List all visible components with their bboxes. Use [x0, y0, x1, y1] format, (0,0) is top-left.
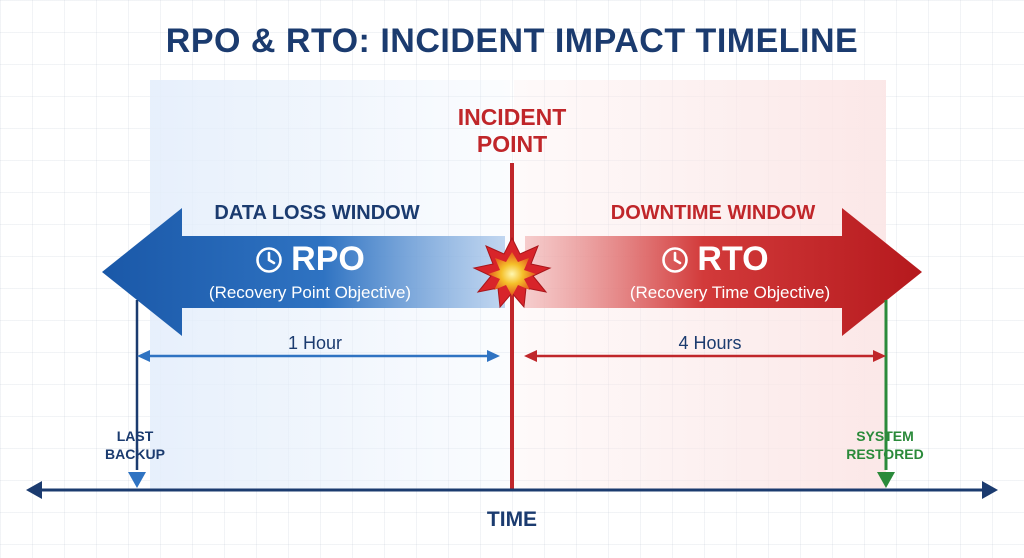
system-restored-marker-icon: [877, 472, 895, 488]
time-axis-left-arrow: [26, 481, 42, 499]
rto-duration-left-head: [524, 350, 537, 362]
rto-duration-label: 4 Hours: [678, 333, 742, 353]
incident-burst-core: [488, 252, 536, 296]
rpo-heading: RPO: [170, 240, 450, 279]
time-axis-label: TIME: [486, 508, 538, 531]
time-axis-right-arrow: [982, 481, 998, 499]
clock-icon: [661, 246, 689, 274]
last-backup-marker-icon: [128, 472, 146, 488]
rpo-duration-label: 1 Hour: [287, 333, 343, 353]
clock-icon: [255, 246, 283, 274]
rto-arrow: [525, 208, 922, 336]
rpo-abbr: RPO: [291, 240, 365, 278]
rpo-duration-right-head: [487, 350, 500, 362]
downtime-window-label: DOWNTIME WINDOW: [610, 202, 816, 224]
rto-full-name: (Recovery Time Objective): [629, 283, 831, 302]
rpo-duration-left-head: [137, 350, 150, 362]
rto-abbr: RTO: [697, 240, 769, 278]
rto-heading: RTO: [575, 240, 855, 279]
rto-duration-right-head: [873, 350, 886, 362]
page-title: RPO & RTO: INCIDENT IMPACT TIMELINE: [165, 22, 859, 60]
rpo-arrow: [102, 208, 505, 336]
data-loss-window-label: DATA LOSS WINDOW: [214, 202, 420, 224]
rpo-full-name: (Recovery Point Objective): [208, 283, 412, 302]
